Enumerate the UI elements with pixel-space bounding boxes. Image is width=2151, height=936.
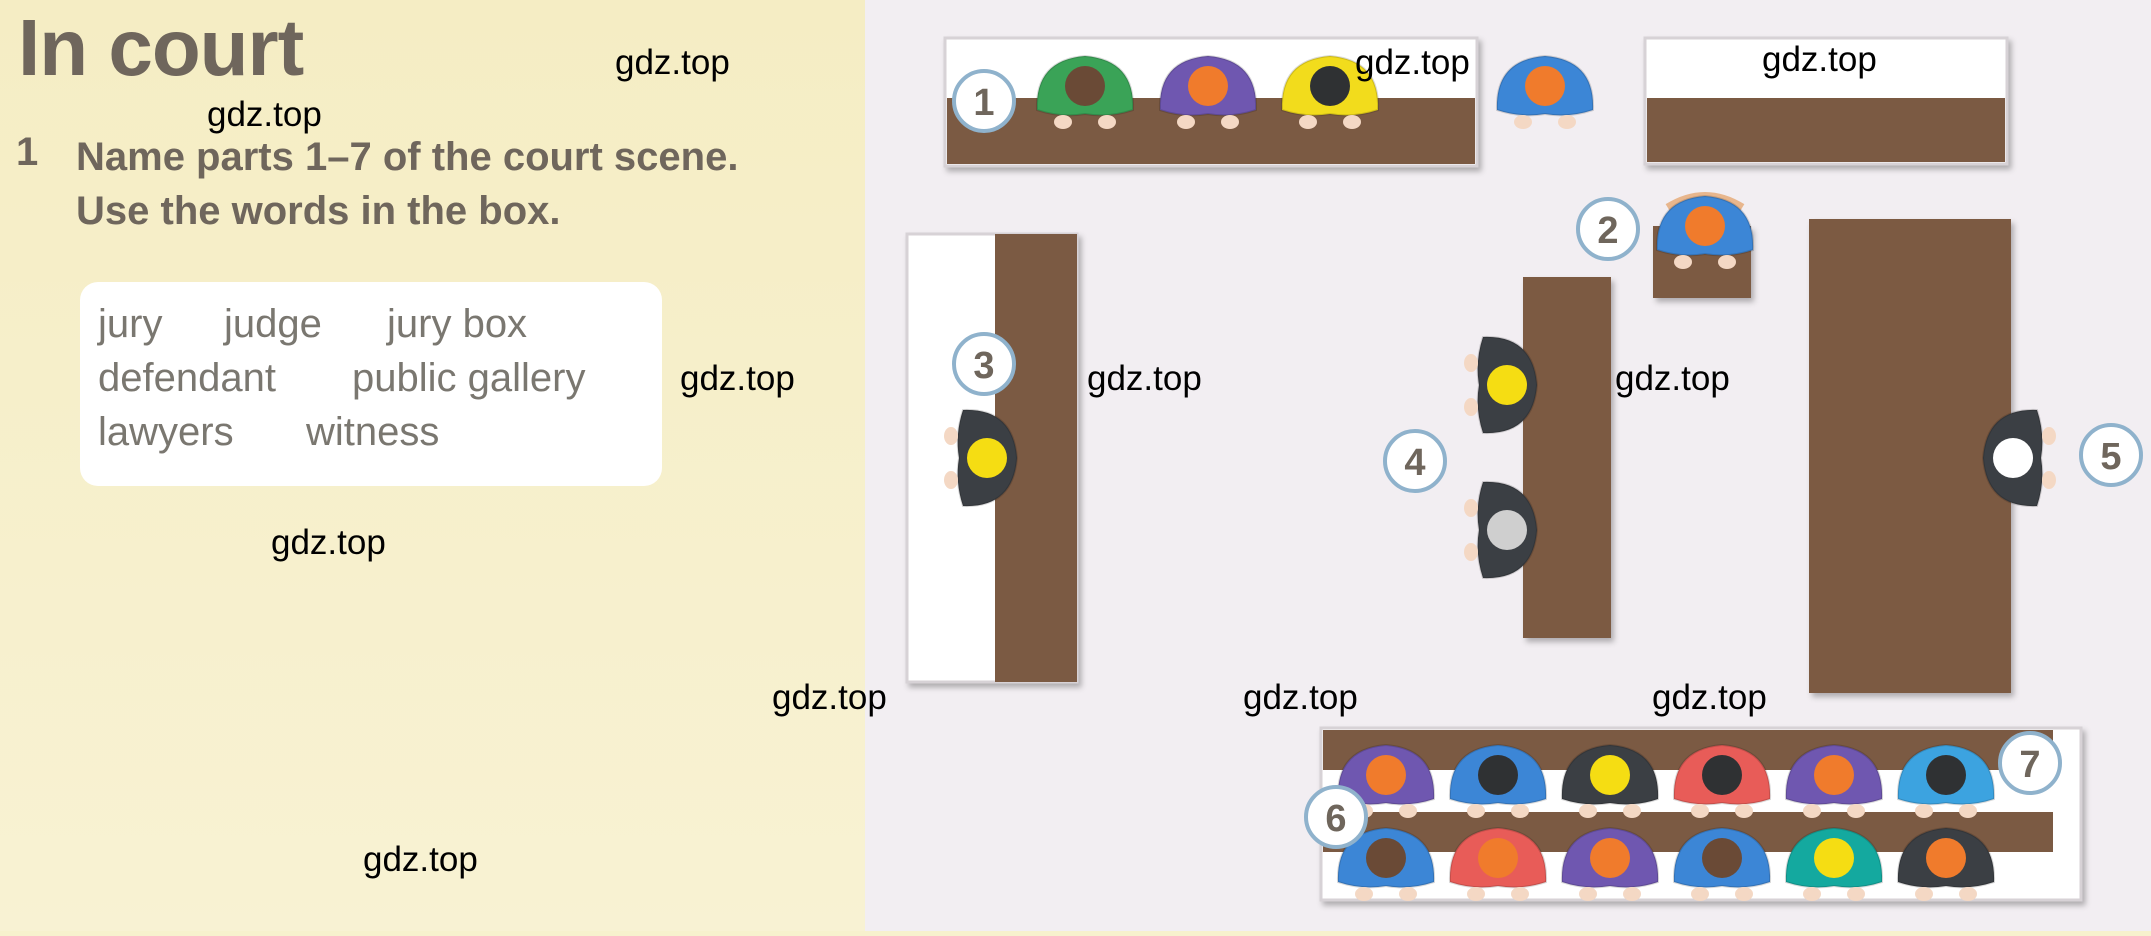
juror-figure: [1280, 54, 1380, 129]
juror-figure: [1158, 54, 1258, 129]
word-defendant: defendant: [98, 356, 276, 400]
witness-figure: [1655, 194, 1755, 269]
task-line-1: Name parts 1–7 of the court scene.: [76, 135, 739, 179]
watermark: gdz.top: [1762, 40, 1877, 79]
label-6: 6: [1304, 785, 1368, 849]
gallery-person-figure: [1560, 826, 1660, 901]
label-2: 2: [1576, 197, 1640, 261]
label-5: 5: [2079, 423, 2143, 487]
label-7: 7: [1998, 731, 2062, 795]
watermark: gdz.top: [772, 678, 887, 717]
judge-bench: [1809, 219, 2011, 693]
word-judge: judge: [224, 302, 322, 346]
gallery-person-figure: [1448, 743, 1548, 818]
task-text: Name parts 1–7 of the court scene. Use t…: [76, 130, 896, 238]
people-layer: [944, 54, 2056, 901]
label-2-text: 2: [1597, 210, 1618, 252]
gallery-person-figure: [1560, 743, 1660, 818]
gallery-person-figure: [1784, 743, 1884, 818]
word-jury: jury: [98, 302, 163, 346]
gallery-person-figure: [1672, 743, 1772, 818]
watermark: gdz.top: [680, 359, 795, 398]
label-5-text: 5: [2100, 436, 2121, 478]
gallery-person-figure: [1672, 826, 1772, 901]
watermark: gdz.top: [1243, 678, 1358, 717]
watermark: gdz.top: [615, 43, 730, 82]
lawyers-table: [1523, 277, 1611, 638]
watermark: gdz.top: [207, 95, 322, 134]
label-3-text: 3: [973, 345, 994, 387]
lawyer-figure: [1464, 480, 1539, 580]
watermark: gdz.top: [1615, 359, 1730, 398]
top-right-bench-desk: [1647, 98, 2005, 162]
label-4-text: 4: [1404, 442, 1425, 484]
juror-figure: [1495, 54, 1595, 129]
gallery-person-figure: [1448, 826, 1548, 901]
watermark: gdz.top: [1355, 43, 1470, 82]
gallery-person-figure: [1896, 826, 1996, 901]
task-line-2: Use the words in the box.: [76, 189, 561, 233]
gallery-person-figure: [1784, 826, 1884, 901]
word-box: jury judge jury box defendant public gal…: [80, 282, 662, 486]
court-scene: 1 2 3 4 5 6 7: [865, 0, 2151, 931]
watermark: gdz.top: [271, 523, 386, 562]
label-1: 1: [952, 69, 1016, 133]
exercise-panel: In court 1 Name parts 1–7 of the court s…: [0, 0, 865, 931]
gallery-person-figure: [1336, 826, 1436, 901]
word-witness: witness: [306, 410, 440, 454]
label-1-text: 1: [973, 82, 994, 124]
label-7-text: 7: [2019, 744, 2040, 786]
page-title: In court: [18, 3, 304, 92]
watermark: gdz.top: [1652, 678, 1767, 717]
task-number: 1: [16, 130, 39, 174]
word-jury-box: jury box: [387, 302, 528, 346]
word-lawyers: lawyers: [98, 410, 234, 454]
lawyer-figure: [1464, 335, 1539, 435]
judge-figure: [1981, 408, 2056, 508]
gallery-person-figure: [1336, 743, 1436, 818]
gallery-person-figure: [1896, 743, 1996, 818]
watermark: gdz.top: [363, 840, 478, 879]
label-6-text: 6: [1325, 798, 1346, 840]
court-scene-illustration: 1 2 3 4 5 6 7: [905, 36, 2143, 902]
top-right-bench: [1643, 36, 2009, 166]
label-3: 3: [952, 332, 1016, 396]
watermark: gdz.top: [1087, 359, 1202, 398]
label-4: 4: [1383, 429, 1447, 493]
word-public-gallery: public gallery: [352, 356, 586, 400]
juror-figure: [1035, 54, 1135, 129]
defendant-figure: [944, 408, 1019, 508]
